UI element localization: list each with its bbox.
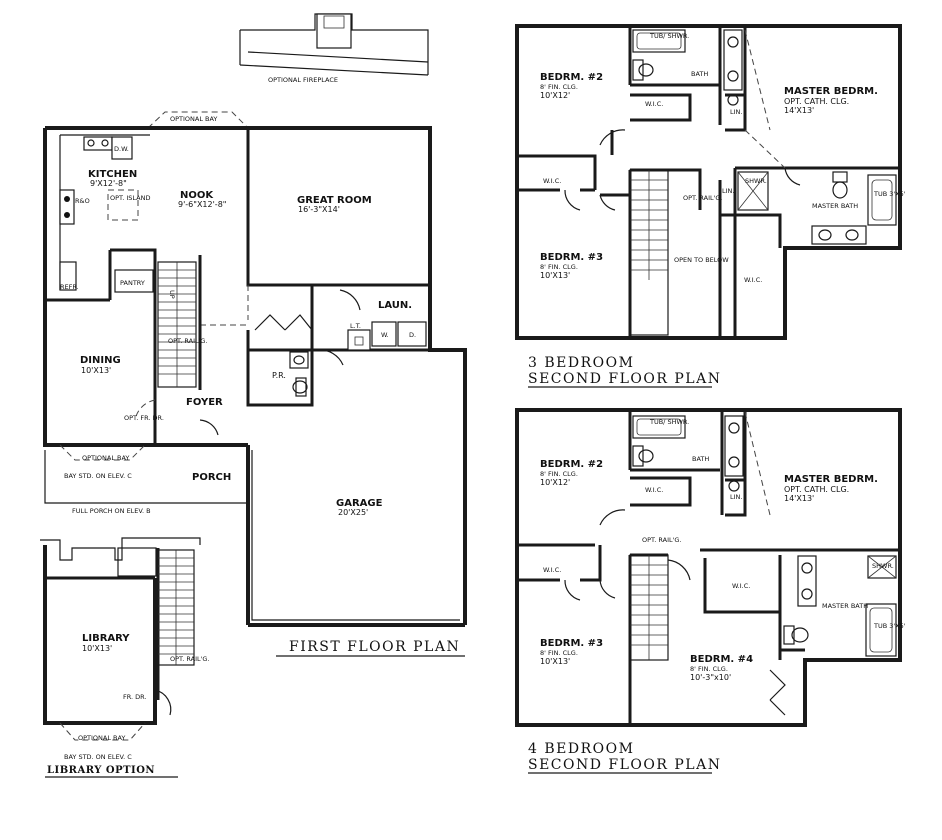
three-bedrm3-dim: 10'X13' <box>540 271 570 280</box>
three-wic2-label: W.I.C. <box>543 177 561 185</box>
four-bedroom-title-1: 4 BEDROOM <box>528 741 634 757</box>
four-stairs <box>629 554 669 661</box>
opt-french-door-label: OPT. FR. DR. <box>124 414 164 422</box>
powder-room-label: P.R. <box>272 371 286 380</box>
four-bedrm3-label: BEDRM. #3 <box>540 638 603 649</box>
three-bedrm3-clg: 8' FIN. CLG. <box>540 263 578 271</box>
three-stairs <box>629 169 669 336</box>
four-master-dim: 14'X13' <box>784 494 814 503</box>
library-opt-railing-label: OPT. RAIL'G. <box>170 655 210 663</box>
kitchen-dim: 9'X12'-8" <box>90 179 127 188</box>
four-tub-shwr-label: TUB/ SHWR. <box>649 418 689 426</box>
library-label: LIBRARY <box>82 633 130 644</box>
nook-dim: 9'-6"X12'-8" <box>178 200 226 209</box>
four-bedrm4-clg: 8' FIN. CLG. <box>690 665 728 673</box>
nook-label: NOOK <box>180 190 214 201</box>
four-bedrm4-dim: 10'-3"x10' <box>690 673 731 682</box>
stairs-up-label: UP <box>168 290 176 299</box>
three-master-label: MASTER BEDRM. <box>784 86 878 97</box>
opt-island-label: OPT. ISLAND <box>110 194 151 202</box>
library-option-title: LIBRARY OPTION <box>47 765 155 776</box>
three-bedrm2-dim: 10'X12' <box>540 91 570 100</box>
garage-label: GARAGE <box>336 498 383 509</box>
laundry-tub-label: L.T. <box>350 322 361 330</box>
four-bedrm4-label: BEDRM. #4 <box>690 654 753 665</box>
dishwasher-label: D.W. <box>114 145 129 153</box>
three-master-dim: 14'X13' <box>784 106 814 115</box>
three-lin2-label: LIN. <box>722 187 734 195</box>
three-bedroom-title-2: SECOND FLOOR PLAN <box>528 371 721 387</box>
four-wic3-label: W.I.C. <box>732 582 750 590</box>
three-bedroom-title-1: 3 BEDROOM <box>528 355 634 371</box>
great-room-dim: 16'-3"X14' <box>298 205 340 214</box>
four-bedrm2-dim: 10'X12' <box>540 478 570 487</box>
first-floor-stairs: UP <box>157 261 197 388</box>
foyer-label: FOYER <box>186 397 223 408</box>
optional-bay-top <box>147 111 249 129</box>
range-oven-label: R&O <box>75 197 90 205</box>
three-shwr-label: SHWR. <box>745 177 767 185</box>
refrigerator-label: REFR. <box>60 283 79 291</box>
four-bedrm3-dim: 10'X13' <box>540 657 570 666</box>
optional-fireplace-label: OPTIONAL FIREPLACE <box>268 76 338 84</box>
library-french-door-label: FR. DR. <box>123 693 147 701</box>
three-master-clg: OPT. CATH. CLG. <box>784 97 849 106</box>
four-bedrm2-label: BEDRM. #2 <box>540 459 603 470</box>
four-shwr-label: SHWR. <box>872 562 894 570</box>
three-master-bath-label: MASTER BATH <box>812 202 858 210</box>
four-tub-label: TUB 3'X5' <box>873 622 906 630</box>
three-lin-label: LIN. <box>730 108 742 116</box>
library-option-plan: OPT. RAIL'G. LIBRARY 10'X13' FR. DR. OPT… <box>40 537 210 778</box>
open-to-below-label: OPEN TO BELOW <box>674 256 729 264</box>
three-bath-label: BATH <box>691 70 708 78</box>
library-optional-bay-label: OPTIONAL BAY <box>78 734 125 742</box>
optional-bay-bottom <box>59 444 146 461</box>
library-dim: 10'X13' <box>82 644 112 653</box>
garage-dim: 20'X25' <box>338 508 368 517</box>
library-bay-std-label: BAY STD. ON ELEV. C <box>64 753 132 761</box>
bay-std-label: BAY STD. ON ELEV. C <box>64 472 132 480</box>
dryer-label: D. <box>409 331 416 339</box>
three-tub-shwr-label: TUB/ SHWR. <box>649 32 689 40</box>
first-floor-plan: OPTIONAL FIREPLACE OPTIONAL BAY D.W. <box>43 13 467 657</box>
four-opt-railing-label: OPT. RAIL'G. <box>642 536 682 544</box>
four-bedrm2-clg: 8' FIN. CLG. <box>540 470 578 478</box>
four-master-label: MASTER BEDRM. <box>784 474 878 485</box>
four-wic2-label: W.I.C. <box>543 566 561 574</box>
four-master-clg: OPT. CATH. CLG. <box>784 485 849 494</box>
four-master-bath-label: MASTER BATH <box>822 602 868 610</box>
three-bedrm2-clg: 8' FIN. CLG. <box>540 83 578 91</box>
library-stairs <box>157 549 195 666</box>
three-bedrm3-label: BEDRM. #3 <box>540 252 603 263</box>
full-porch-label: FULL PORCH ON ELEV. B <box>72 507 151 515</box>
three-wic3-label: W.I.C. <box>744 276 762 284</box>
four-bedrm3-clg: 8' FIN. CLG. <box>540 649 578 657</box>
porch-label: PORCH <box>192 472 231 483</box>
optional-bay-bottom-label: OPTIONAL BAY <box>82 454 129 462</box>
dining-dim: 10'X13' <box>81 366 111 375</box>
optional-bay-top-label: OPTIONAL BAY <box>170 115 217 123</box>
pantry-label: PANTRY <box>120 279 145 287</box>
four-lin-label: LIN. <box>730 493 742 501</box>
washer-label: W. <box>381 331 389 339</box>
opt-railing-label: OPT. RAIL'G. <box>168 337 208 345</box>
three-bedrm2-label: BEDRM. #2 <box>540 72 603 83</box>
optional-fireplace: OPTIONAL FIREPLACE <box>239 13 429 84</box>
four-bath-label: BATH <box>692 455 709 463</box>
laundry-label: LAUN. <box>378 300 412 311</box>
three-opt-railing-label: OPT. RAIL'G. <box>683 194 723 202</box>
four-bedroom-title-2: SECOND FLOOR PLAN <box>528 757 721 773</box>
four-wic-label: W.I.C. <box>645 486 663 494</box>
three-wic-label: W.I.C. <box>645 100 663 108</box>
three-bedroom-plan: TUB/ SHWR. BATH W.I.C. LIN. BEDRM. #2 8'… <box>515 24 906 388</box>
three-tub-label: TUB 3'X5' <box>873 190 906 198</box>
opt-island <box>107 189 139 221</box>
kitchen-label: KITCHEN <box>88 169 137 180</box>
dining-label: DINING <box>80 355 121 366</box>
four-bedroom-plan: TUB/ SHWR. BATH W.I.C. LIN. BEDRM. #2 8'… <box>515 408 906 774</box>
first-floor-title: FIRST FLOOR PLAN <box>289 639 460 655</box>
great-room-label: GREAT ROOM <box>297 195 372 206</box>
